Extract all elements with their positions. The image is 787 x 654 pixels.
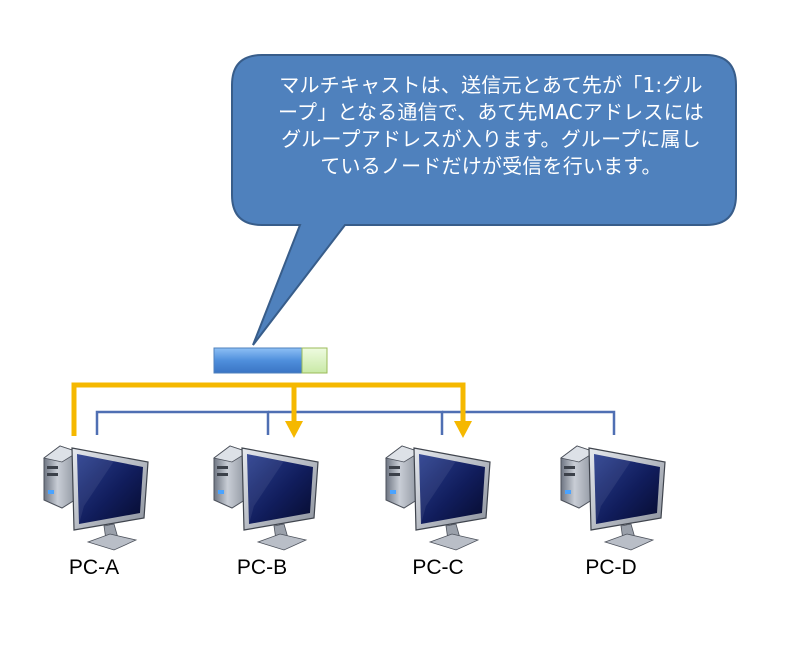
pc-d-computer-icon [560, 445, 666, 551]
pc-b-computer-icon [213, 445, 319, 551]
speech-callout-bubble [231, 54, 737, 346]
pc-label-d: PC-D [585, 556, 637, 579]
pc-label-b: PC-B [236, 556, 288, 579]
callout-line-1: マルチキャストは、送信元とあて先が「1:グル [279, 73, 703, 97]
network-segment-3 [442, 410, 616, 435]
multicast-frame [213, 347, 328, 374]
callout-line-4: ているノードだけが受信を行います。 [320, 154, 662, 178]
network-cables [95, 410, 616, 435]
multicast-path [71, 382, 466, 436]
frame-header [213, 347, 303, 374]
callout-line-3: グループアドレスが入ります。グループに属し [281, 127, 701, 151]
arrow-to-pc-b [285, 421, 303, 438]
network-segment-1 [95, 410, 270, 435]
pc-label-c: PC-C [412, 556, 464, 579]
callout-line-2: ープ」となる通信で、あて先MACアドレスには [278, 100, 704, 124]
callout-text: マルチキャストは、送信元とあて先が「1:グル ープ」となる通信で、あて先MACア… [246, 72, 736, 180]
frame-trailer [301, 347, 328, 374]
arrow-to-pc-c [454, 421, 472, 438]
pc-a-computer-icon [43, 445, 149, 551]
pc-c-computer-icon [385, 445, 491, 551]
pc-label-a: PC-A [68, 556, 120, 579]
